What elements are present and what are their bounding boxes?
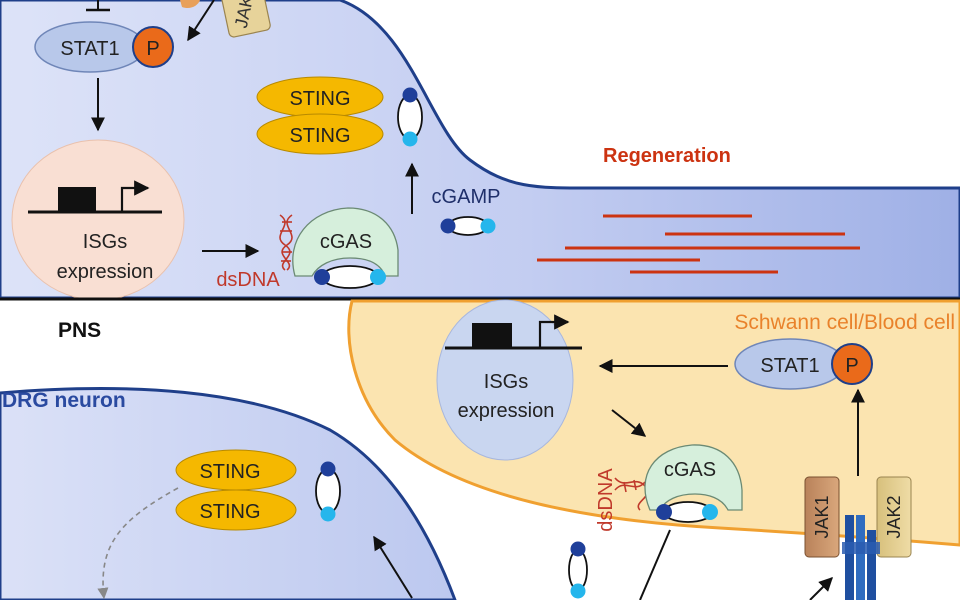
schwann-cell-label: Schwann cell/Blood cell: [734, 311, 955, 334]
gene-box: [58, 187, 96, 212]
sting-dimer-bottom: STING STING: [175, 449, 341, 531]
cgamp-dark-nucleotide: [570, 541, 586, 557]
cgas-label: cGAS: [320, 231, 372, 253]
pns-label: PNS: [58, 319, 101, 342]
jak1-box: JAK1: [804, 476, 840, 558]
cgamp-free-bottom: [568, 541, 588, 599]
bottom-panel: PNS DRG neuron Schwann cell/Blood cell I…: [0, 299, 960, 600]
neuron-body-top: [0, 0, 960, 300]
cgas-top: cGAS: [292, 207, 399, 289]
arrow-isg-to-cgas: [611, 409, 647, 437]
cgamp-dark-nucleotide: [440, 218, 456, 234]
stat1-complex-top: STAT1 P: [34, 21, 174, 73]
sting-label-2: STING: [289, 125, 350, 147]
cdn-ring: [321, 265, 379, 289]
receptor-bars: [842, 515, 880, 600]
promoter-arrow: [538, 314, 570, 348]
bound-light-nucleotide: [320, 506, 336, 522]
isg-nucleus-bottom: ISGs expression: [436, 299, 582, 461]
jak-top-box: JAK: [221, 0, 271, 38]
arrow-jak-to-stat1: [187, 0, 215, 42]
regeneration-label: Regeneration: [603, 145, 731, 167]
cdn-light-nucleotide: [370, 269, 386, 285]
sting-oval-2: [175, 489, 297, 531]
isgs-label: ISGs: [83, 231, 127, 253]
cgamp-export-line: [639, 529, 671, 600]
gene-box: [472, 323, 512, 348]
cgas-label: cGAS: [664, 459, 716, 481]
jak2-label: JAK2: [884, 495, 904, 538]
phospho-label: P: [845, 355, 858, 377]
cdn-dark-nucleotide: [656, 504, 672, 520]
phospho-circle: [132, 26, 174, 68]
cdn-light-nucleotide: [702, 504, 718, 520]
cgamp-top: cGAMP: [432, 186, 501, 236]
cgas-shape: [644, 444, 743, 511]
partial-blob: [180, 0, 200, 9]
dsdna-label: dsDNA: [216, 269, 280, 291]
bound-light-nucleotide: [402, 131, 418, 147]
phospho-circle: [831, 343, 873, 385]
isg-nucleus-top: ISGs expression: [11, 139, 185, 301]
regeneration-lines: [537, 214, 860, 274]
dashed-pathway-arrow: [97, 487, 179, 600]
arrow-into-neuron: [373, 535, 413, 599]
stat1-complex-bottom: STAT1 P: [734, 338, 873, 390]
sting-dimer-top: STING STING: [256, 76, 423, 155]
cgas-bottom: cGAS: [644, 444, 743, 523]
cgamp-light-nucleotide: [570, 583, 586, 599]
cgamp-label: cGAMP: [432, 186, 501, 208]
dsdna-helix-top: [279, 214, 293, 271]
stat1-label: STAT1: [760, 355, 819, 377]
sting-oval-2: [256, 113, 384, 155]
arrow-to-receptor: [809, 577, 833, 600]
sting-label-1: STING: [289, 88, 350, 110]
cgas-shape: [292, 207, 399, 277]
sting-label-2: STING: [199, 501, 260, 523]
dsdna-label: dsDNA: [595, 468, 617, 532]
sting-label-1: STING: [199, 461, 260, 483]
jak2-box: JAK2: [876, 476, 912, 558]
bound-dark-nucleotide: [320, 461, 336, 477]
isgs-expression-label: expression: [57, 261, 154, 283]
isgs-expression-label: expression: [458, 400, 555, 422]
cdn-dark-nucleotide: [314, 269, 330, 285]
drg-neuron-label: DRG neuron: [2, 389, 126, 412]
jak1-label: JAK1: [812, 495, 832, 538]
promoter-arrow: [120, 180, 150, 212]
cgamp-light-nucleotide: [480, 218, 496, 234]
top-panel: STAT1 P JAK ISGs expression: [0, 0, 960, 301]
bound-dark-nucleotide: [402, 87, 418, 103]
phospho-label: P: [146, 38, 159, 60]
isgs-label: ISGs: [484, 371, 528, 393]
stat1-label: STAT1: [60, 38, 119, 60]
